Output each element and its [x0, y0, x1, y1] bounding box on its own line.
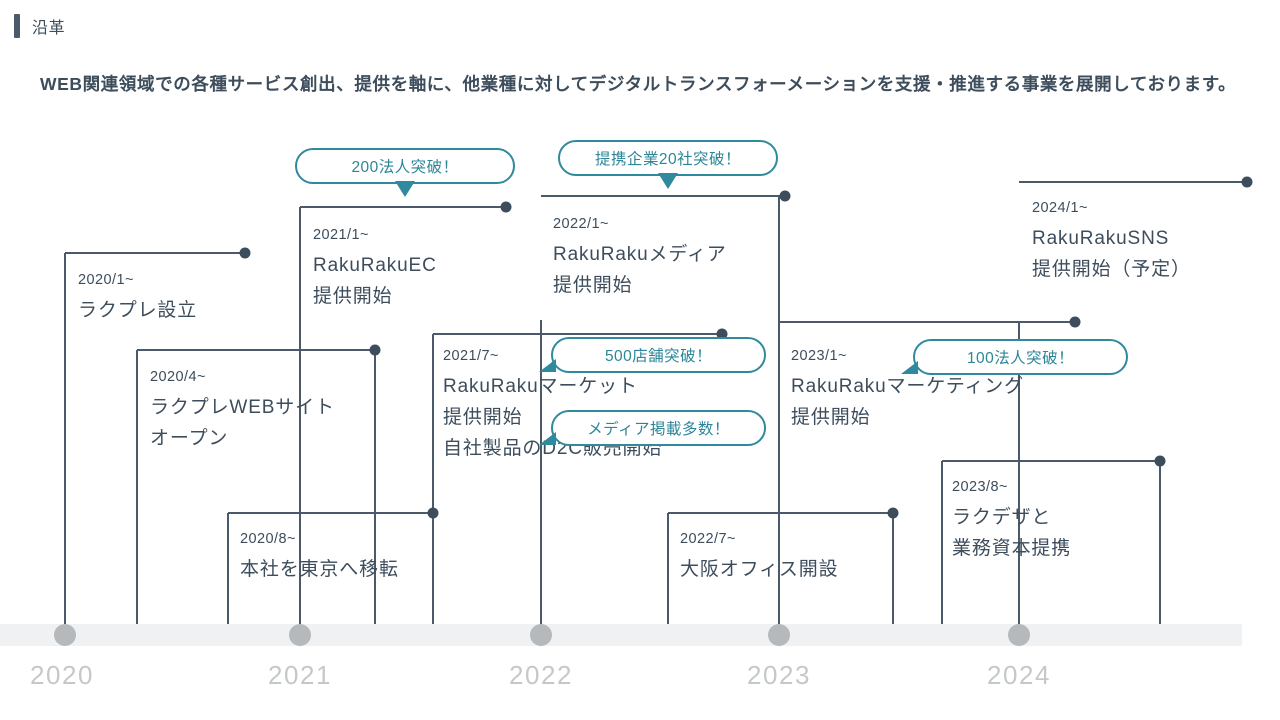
axis-marker-2020 — [54, 624, 76, 646]
axis-marker-2022 — [530, 624, 552, 646]
entry-line: ラクデザと — [952, 507, 1052, 528]
entry-date: 2023/1~ — [791, 348, 847, 364]
axis-label-2023: 2023 — [746, 660, 812, 690]
entry-line: 大阪オフィス開設 — [680, 559, 839, 580]
badge-media-coverage: メディア掲載多数！ — [539, 410, 766, 446]
connector-end-dots — [239, 176, 1253, 519]
timeline-entry-2020-01: 2020/1~ ラクプレ設立 — [78, 272, 197, 327]
lead-paragraph: WEB関連領域での各種サービス創出、提供を軸に、他業種に対してデジタルトランスフ… — [40, 74, 1237, 94]
entry-date: 2020/8~ — [240, 531, 296, 547]
entry-line: ラクプレ設立 — [78, 300, 198, 321]
timeline-axis-band — [0, 624, 1242, 646]
entry-date: 2020/4~ — [150, 369, 206, 385]
entry-line: 提供開始 — [791, 406, 871, 428]
entry-date: 2023/8~ — [952, 479, 1008, 495]
entry-line: 提供開始 — [553, 274, 633, 296]
entry-line: RakuRakuマーケット — [443, 376, 638, 397]
axis-marker-2023 — [768, 624, 790, 646]
axis-label-2022: 2022 — [508, 660, 574, 690]
entry-date: 2021/7~ — [443, 348, 499, 364]
entry-line: RakuRakuメディア — [553, 244, 727, 265]
timeline-entry-2023-08: 2023/8~ ラクデザと 業務資本提携 — [952, 479, 1071, 565]
timeline-entry-2020-04: 2020/4~ ラクプレWEBサイト オープン — [150, 369, 335, 455]
badge-100-corporations: 100法人突破！ — [901, 339, 1128, 375]
entry-line: 業務資本提携 — [952, 537, 1072, 559]
entry-date: 2024/1~ — [1032, 200, 1088, 216]
entry-date: 2020/1~ — [78, 272, 134, 288]
axis-marker-2021 — [289, 624, 311, 646]
entry-line: RakuRakuEC — [313, 255, 437, 276]
entry-line: 提供開始（予定） — [1032, 258, 1191, 280]
timeline-entry-2022-07: 2022/7~ 大阪オフィス開設 — [680, 531, 838, 586]
timeline-entry-2021-01: 2021/1~ RakuRakuEC 提供開始 — [313, 227, 437, 313]
entry-line: 提供開始 — [443, 406, 523, 428]
entry-line: ラクプレWEBサイト — [150, 397, 335, 418]
entry-line: オープン — [150, 427, 229, 449]
entry-line: RakuRakuSNS — [1032, 228, 1170, 249]
section-header: 沿革 — [14, 14, 65, 38]
axis-label-2020: 2020 — [29, 660, 95, 690]
entry-date: 2022/1~ — [553, 216, 609, 232]
entry-line: 本社を東京へ移転 — [240, 559, 399, 580]
entry-line: 提供開始 — [313, 285, 393, 307]
entry-date: 2021/1~ — [313, 227, 369, 243]
badge-200-corporations: 200法人突破！ — [295, 148, 515, 197]
page-title: 沿革 — [32, 20, 66, 37]
axis-label-2024: 2024 — [986, 660, 1052, 690]
axis-marker-2024 — [1008, 624, 1030, 646]
timeline-entry-2023-01: 2023/1~ RakuRakuマーケティング 提供開始 — [791, 348, 1024, 434]
entry-date: 2022/7~ — [680, 531, 736, 547]
timeline-entry-2022-01: 2022/1~ RakuRakuメディア 提供開始 — [553, 216, 727, 302]
timeline-entry-2020-08: 2020/8~ 本社を東京へ移転 — [240, 531, 399, 586]
badge-500-stores: 500店舗突破！ — [539, 337, 766, 373]
entry-line: RakuRakuマーケティング — [791, 376, 1025, 397]
badge-20-partner-companies: 提携企業20社突破！ — [558, 140, 778, 189]
title-accent-bar — [14, 14, 20, 38]
axis-label-2021: 2021 — [267, 660, 333, 690]
timeline-entry-2024-01: 2024/1~ RakuRakuSNS 提供開始（予定） — [1032, 200, 1191, 286]
